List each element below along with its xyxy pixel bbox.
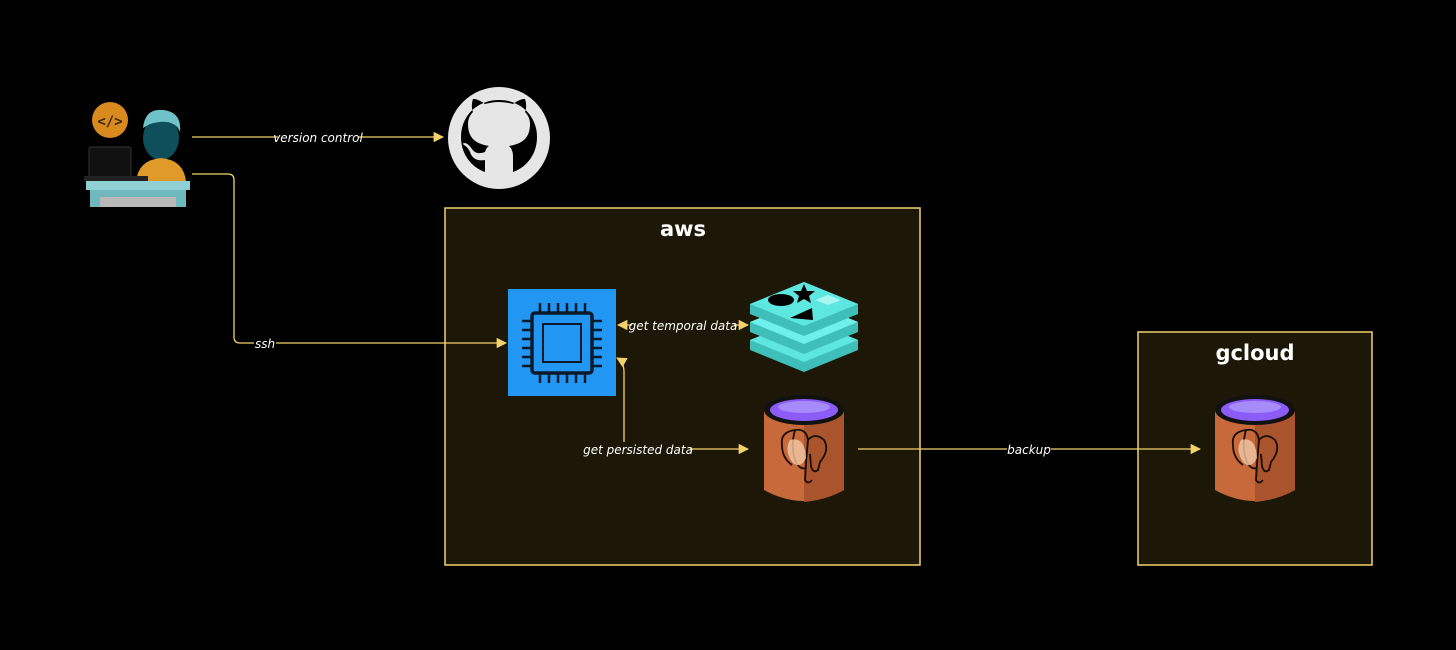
edge-label-ssh: ssh xyxy=(255,337,275,351)
edge-get-persisted-data: get persisted data xyxy=(583,357,750,457)
aws-group-title: aws xyxy=(660,217,706,241)
edge-get-temporal-data: get temporal data xyxy=(616,318,750,333)
redis-stack-icon xyxy=(750,282,858,372)
edge-version-control: version control xyxy=(192,130,445,145)
edge-ssh: ssh xyxy=(192,173,508,351)
edge-backup: backup xyxy=(858,442,1202,457)
edge-label-backup: backup xyxy=(1007,443,1051,457)
edge-label-get-temporal-data: get temporal data xyxy=(629,319,738,333)
svg-text:</>: </> xyxy=(97,114,122,130)
postgres-aws-icon xyxy=(764,395,844,502)
github-octocat-icon xyxy=(448,87,550,189)
edge-label-get-persisted-data: get persisted data xyxy=(583,443,693,457)
edge-label-version-control: version control xyxy=(273,131,363,145)
gcloud-group-title: gcloud xyxy=(1215,341,1294,365)
ec2-chip-icon xyxy=(508,289,616,396)
postgres-gcloud-icon xyxy=(1215,395,1295,502)
developer-at-laptop-icon: </> xyxy=(84,102,190,207)
